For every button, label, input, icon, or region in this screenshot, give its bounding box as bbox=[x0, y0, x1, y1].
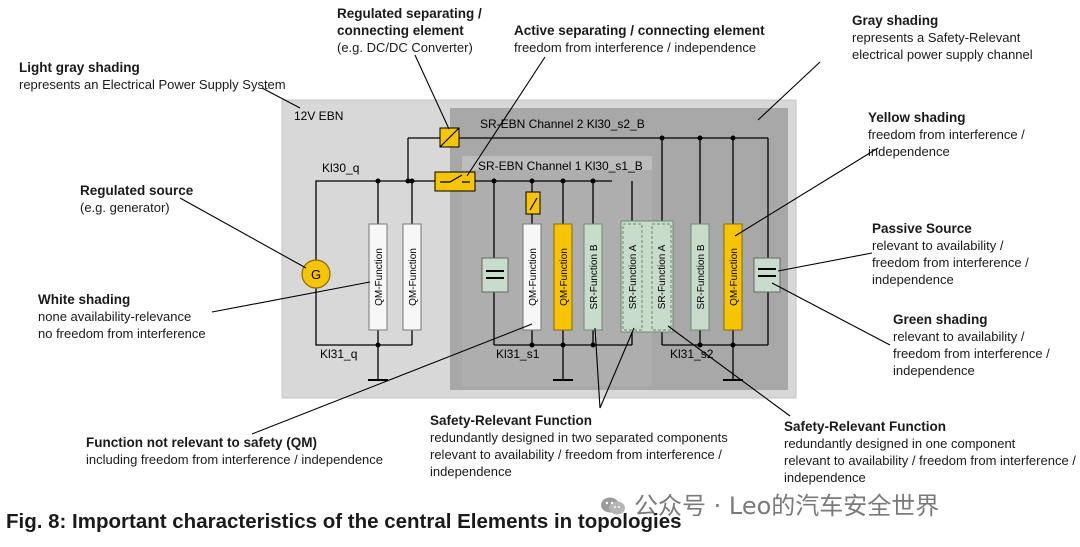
fuse-element bbox=[525, 191, 541, 215]
function-boxes bbox=[368, 220, 743, 333]
annotation-yellow: Yellow shading freedom from interference… bbox=[868, 109, 1025, 160]
capacitor-ch1 bbox=[481, 257, 509, 293]
channel-1-label: SR-EBN Channel 1 Kl30_s1_B bbox=[478, 159, 643, 173]
net-kl31-s2: Kl31_s2 bbox=[670, 347, 714, 361]
generator-label: G bbox=[311, 267, 321, 282]
sr-a-box-1 bbox=[622, 223, 643, 331]
annotation-line: no freedom from interference bbox=[38, 326, 206, 341]
annotation-line: relevant to availability / bbox=[893, 329, 1025, 344]
annotation-qm: Function not relevant to safety (QM) inc… bbox=[86, 434, 383, 468]
annotation-line: independence bbox=[893, 363, 975, 378]
watermark: 公众号 · Leo的汽车安全世界 bbox=[600, 486, 939, 521]
qm-box-ch1-yellow bbox=[553, 223, 573, 331]
sr-a-label-1: SR-Function A bbox=[628, 244, 639, 309]
figure-caption: Fig. 8: Important characteristics of the… bbox=[6, 510, 682, 533]
annotation-line: freedom from interference / bbox=[868, 127, 1025, 142]
annotation-green: Green shading relevant to availability /… bbox=[893, 311, 1050, 379]
annotation-line: electrical power supply channel bbox=[852, 47, 1033, 62]
annotation-line: independence bbox=[872, 272, 954, 287]
annotation-line: independence bbox=[868, 144, 950, 159]
annotation-srf-two-components: Safety-Relevant Function redundantly des… bbox=[430, 412, 728, 480]
annotation-regulated-separating: Regulated separating / connecting elemen… bbox=[337, 5, 482, 56]
leader-lines bbox=[179, 54, 891, 435]
annotation-line: (e.g. DC/DC Converter) bbox=[337, 40, 473, 55]
annotation-line: including freedom from interference / in… bbox=[86, 452, 384, 467]
annotation-white: White shading none availability-relevanc… bbox=[38, 291, 206, 342]
annotation-active-separating: Active separating / connecting element f… bbox=[514, 22, 765, 56]
qm-label-4: QM-Function bbox=[559, 248, 570, 306]
annotation-line: represents a Safety-Relevant bbox=[852, 30, 1021, 45]
sr-a-label-2: SR-Function A bbox=[657, 244, 668, 309]
annotation-title: Green shading bbox=[893, 312, 988, 327]
annotation-title: Safety-Relevant Function bbox=[784, 419, 947, 434]
qm-label-1: QM-Function bbox=[374, 248, 385, 306]
annotation-line: (e.g. generator) bbox=[80, 200, 170, 215]
annotation-title-line: Regulated separating / bbox=[337, 6, 482, 21]
annotation-line: relevant to availability / bbox=[872, 238, 1004, 253]
sr-b-label-2: SR-Function B bbox=[696, 244, 707, 309]
qm-label-2: QM-Function bbox=[408, 248, 419, 306]
annotation-title: Light gray shading bbox=[19, 60, 140, 75]
annotation-title: Regulated source bbox=[80, 183, 194, 198]
annotation-title: Passive Source bbox=[872, 221, 972, 236]
annotation-line: freedom from interference / independence bbox=[514, 40, 757, 55]
annotation-line: freedom from interference / bbox=[872, 255, 1029, 270]
qm-box-ch1-white bbox=[522, 223, 542, 331]
ebn-label: 12V EBN bbox=[294, 109, 343, 123]
annotation-line: redundantly designed in two separated co… bbox=[430, 430, 728, 445]
junctions bbox=[375, 135, 736, 348]
annotation-title: Gray shading bbox=[852, 13, 939, 28]
annotation-gray: Gray shading represents a Safety-Relevan… bbox=[852, 12, 1033, 63]
annotation-title: Yellow shading bbox=[868, 110, 966, 125]
annotation-line: independence bbox=[784, 470, 866, 485]
qm-box-2 bbox=[402, 223, 422, 331]
annotation-line: relevant to availability / freedom from … bbox=[430, 447, 722, 462]
net-kl31-q: Kl31_q bbox=[320, 347, 357, 361]
annotation-title: Safety-Relevant Function bbox=[430, 413, 593, 428]
net-kl31-s1: Kl31_s1 bbox=[496, 347, 540, 361]
net-kl30-q: Kl30_q bbox=[322, 161, 359, 175]
wechat-icon bbox=[601, 497, 625, 515]
annotation-line: redundantly designed in one component bbox=[784, 436, 1016, 451]
annotation-title: White shading bbox=[38, 292, 131, 307]
qm-box-ch2-yellow bbox=[723, 223, 743, 331]
annotation-title: Active separating / connecting element bbox=[514, 23, 765, 38]
annotation-passive-source: Passive Source relevant to availability … bbox=[872, 220, 1029, 288]
wiring bbox=[315, 137, 769, 380]
annotation-line: none availability-relevance bbox=[38, 309, 192, 324]
sr-b-label-1: SR-Function B bbox=[589, 244, 600, 309]
channel-2-label: SR-EBN Channel 2 Kl30_s2_B bbox=[480, 117, 645, 131]
sr-b-box-ch1 bbox=[583, 223, 603, 331]
annotation-title: Function not relevant to safety (QM) bbox=[86, 435, 318, 450]
annotation-title-line: connecting element bbox=[337, 23, 464, 38]
generator-symbol bbox=[301, 259, 331, 289]
annotation-line: represents an Electrical Power Supply Sy… bbox=[19, 77, 286, 92]
annotation-regulated-source: Regulated source (e.g. generator) bbox=[80, 182, 193, 216]
annotation-line: freedom from interference / bbox=[893, 346, 1050, 361]
sr-a-box-2 bbox=[651, 223, 672, 331]
annotation-srf-one-component: Safety-Relevant Function redundantly des… bbox=[784, 418, 1076, 486]
sr-b-box-ch2 bbox=[690, 223, 710, 331]
annotation-light-gray: Light gray shading represents an Electri… bbox=[19, 59, 286, 93]
qm-label-5: QM-Function bbox=[729, 248, 740, 306]
qm-box-1 bbox=[368, 223, 388, 331]
active-switch bbox=[434, 171, 476, 192]
annotation-line: independence bbox=[430, 464, 512, 479]
watermark-text: 公众号 · Leo的汽车安全世界 bbox=[634, 492, 940, 520]
annotation-line: relevant to availability / freedom from … bbox=[784, 453, 1076, 468]
qm-label-3: QM-Function bbox=[528, 248, 539, 306]
